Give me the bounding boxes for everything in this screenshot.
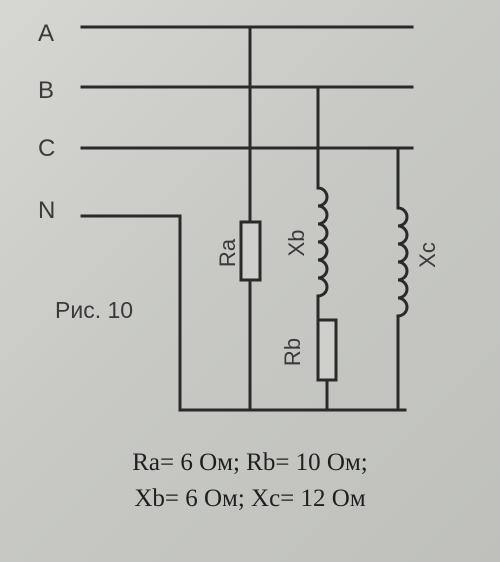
resistor-ra <box>239 220 262 282</box>
inductor-xb <box>316 186 329 298</box>
caption-line-1: Ra= 6 Ом; Rb= 10 Ом; <box>132 449 368 476</box>
circuit-diagram: A B C N Рис. 10 Ra Xb Rb Xc <box>38 20 440 412</box>
label-xc: Xc <box>415 242 440 268</box>
label-rb: Rb <box>280 338 305 366</box>
neutral-line <box>80 214 407 412</box>
bus-label-b: B <box>38 77 54 104</box>
figure-label: Рис. 10 <box>55 297 133 323</box>
inductor-xc <box>396 206 409 318</box>
bus-label-a: A <box>38 20 54 47</box>
label-xb: Xb <box>284 230 309 257</box>
caption-line-2: Xb= 6 Ом; Xc= 12 Ом <box>134 485 366 512</box>
label-ra: Ra <box>215 238 240 267</box>
resistor-rb <box>316 318 338 382</box>
bus-label-c: C <box>38 135 55 162</box>
bus-label-n: N <box>38 197 55 224</box>
